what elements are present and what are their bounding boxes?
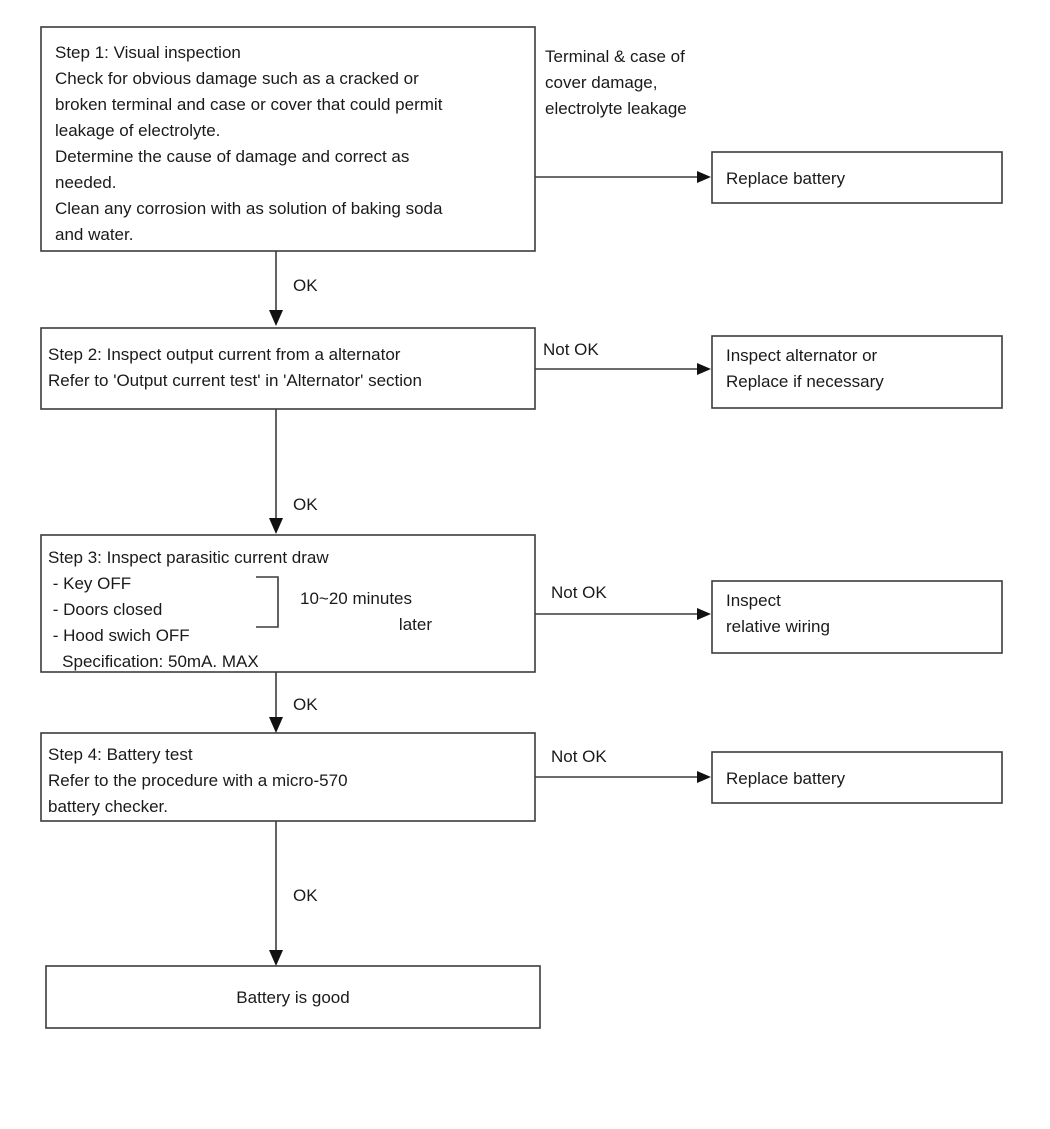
- edge-label-not-ok-1: Not OK: [543, 340, 599, 359]
- step-1-branch-label-line-2: cover damage,: [545, 73, 657, 92]
- node-replace-battery-1[interactable]: Replace battery: [711, 151, 1003, 204]
- step-3-box[interactable]: [40, 534, 536, 673]
- step-3-line-2: - Key OFF: [48, 574, 131, 593]
- node-step-2[interactable]: Step 2: Inspect output current from a al…: [40, 327, 536, 410]
- edge-label-ok-3: OK: [293, 695, 318, 714]
- battery-is-good-line-1: Battery is good: [236, 988, 349, 1007]
- inspect-alternator-line-2: Replace if necessary: [726, 372, 884, 391]
- step-2-line-2: Refer to 'Output current test' in 'Alter…: [48, 371, 422, 390]
- replace-battery-2-box[interactable]: [711, 751, 1003, 804]
- inspect-wiring-box[interactable]: [711, 580, 1003, 654]
- inspect-alternator-line-1: Inspect alternator or: [726, 346, 878, 365]
- arrow-head-icon: [697, 363, 711, 375]
- replace-battery-1-line-1: Replace battery: [726, 169, 846, 188]
- edge-step4-to-replace-battery: Not OK: [535, 747, 711, 783]
- edge-step3-to-step4: OK: [269, 672, 318, 733]
- edge-label-ok-2: OK: [293, 495, 318, 514]
- edge-step1-to-step2: OK: [269, 251, 318, 326]
- step-2-box[interactable]: [40, 327, 536, 410]
- step-4-line-3: battery checker.: [48, 797, 168, 816]
- step-1-box[interactable]: [40, 26, 536, 252]
- step-1-line-3: broken terminal and case or cover that c…: [55, 95, 443, 114]
- step-1-line-6: needed.: [55, 173, 116, 192]
- arrow-head-icon: [697, 608, 711, 620]
- arrow-head-icon: [269, 717, 283, 733]
- node-inspect-alternator[interactable]: Inspect alternator or Replace if necessa…: [711, 335, 1003, 409]
- edge-step2-to-step3: OK: [269, 409, 318, 534]
- step-1-branch-label-line-3: electrolyte leakage: [545, 99, 687, 118]
- step-4-line-2: Refer to the procedure with a micro-570: [48, 771, 348, 790]
- step-1-line-5: Determine the cause of damage and correc…: [55, 147, 409, 166]
- step-3-line-4: - Hood swich OFF: [48, 626, 190, 645]
- grouping-bracket-icon: [256, 576, 279, 628]
- step-1-line-2: Check for obvious damage such as a crack…: [55, 69, 419, 88]
- step-1-branch-label: Terminal & case of cover damage, electro…: [545, 47, 687, 118]
- step-2-line-1: Step 2: Inspect output current from a al…: [48, 345, 401, 364]
- step-4-box[interactable]: [40, 732, 536, 822]
- arrow-head-icon: [697, 771, 711, 783]
- edge-label-not-ok-3: Not OK: [551, 747, 607, 766]
- edge-step1-to-replace-battery: [535, 171, 711, 183]
- battery-is-good-box[interactable]: [45, 965, 541, 1029]
- replace-battery-1-box[interactable]: [711, 151, 1003, 204]
- step-1-branch-label-line-1: Terminal & case of: [545, 47, 685, 66]
- inspect-alternator-box[interactable]: [711, 335, 1003, 409]
- step-3-line-1: Step 3: Inspect parasitic current draw: [48, 548, 329, 567]
- replace-battery-2-line-1: Replace battery: [726, 769, 846, 788]
- step-3-line-5: Specification: 50mA. MAX: [48, 652, 259, 671]
- inspect-wiring-line-2: relative wiring: [726, 617, 830, 636]
- edge-label-not-ok-2: Not OK: [551, 583, 607, 602]
- step-1-line-7: Clean any corrosion with as solution of …: [55, 199, 443, 218]
- arrow-head-icon: [697, 171, 711, 183]
- step-3-bracket-note-line-1: 10~20 minutes: [300, 589, 412, 608]
- node-step-1[interactable]: Step 1: Visual inspection Check for obvi…: [40, 26, 536, 252]
- node-step-3[interactable]: Step 3: Inspect parasitic current draw -…: [40, 534, 536, 673]
- arrow-head-icon: [269, 518, 283, 534]
- edge-label-ok-4: OK: [293, 886, 318, 905]
- step-1-line-4: leakage of electrolyte.: [55, 121, 220, 140]
- node-battery-is-good[interactable]: Battery is good: [45, 965, 541, 1029]
- step-3-line-3: - Doors closed: [48, 600, 162, 619]
- step-1-line-1: Step 1: Visual inspection: [55, 43, 241, 62]
- step-4-line-1: Step 4: Battery test: [48, 745, 193, 764]
- arrow-head-icon: [269, 950, 283, 966]
- step-3-bracket-note-line-2: later: [399, 615, 432, 634]
- node-replace-battery-2[interactable]: Replace battery: [711, 751, 1003, 804]
- edge-step4-to-result: OK: [269, 821, 318, 966]
- edge-step3-to-inspect-wiring: Not OK: [535, 583, 711, 620]
- edge-label-ok-1: OK: [293, 276, 318, 295]
- node-step-4[interactable]: Step 4: Battery test Refer to the proced…: [40, 732, 536, 822]
- edge-step2-to-inspect-alternator: Not OK: [535, 340, 711, 375]
- inspect-wiring-line-1: Inspect: [726, 591, 781, 610]
- step-1-line-8: and water.: [55, 225, 133, 244]
- arrow-head-icon: [269, 310, 283, 326]
- node-inspect-wiring[interactable]: Inspect relative wiring: [711, 580, 1003, 654]
